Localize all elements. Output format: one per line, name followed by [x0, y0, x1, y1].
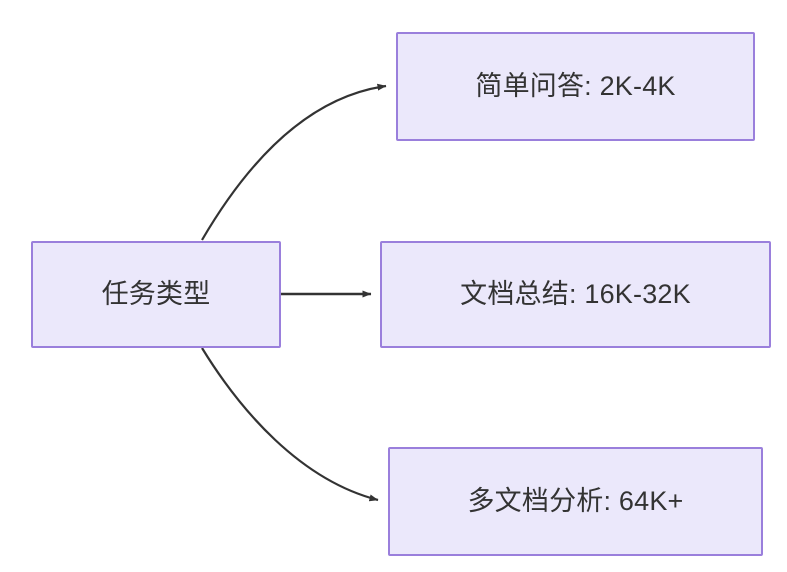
node-doc-sum-label: 文档总结: 16K-32K	[460, 279, 691, 310]
node-doc-sum[interactable]: 文档总结: 16K-32K	[380, 241, 771, 348]
node-multi-doc-label: 多文档分析: 64K+	[467, 486, 684, 517]
node-root-label: 任务类型	[101, 279, 211, 310]
edge-root-to-simple-qa	[201, 83, 387, 241]
node-root[interactable]: 任务类型	[31, 241, 281, 348]
node-simple-qa-label: 简单问答: 2K-4K	[475, 71, 676, 102]
node-simple-qa[interactable]: 简单问答: 2K-4K	[396, 32, 755, 141]
edge-root-to-multi-doc	[201, 347, 379, 502]
node-multi-doc[interactable]: 多文档分析: 64K+	[388, 447, 763, 556]
